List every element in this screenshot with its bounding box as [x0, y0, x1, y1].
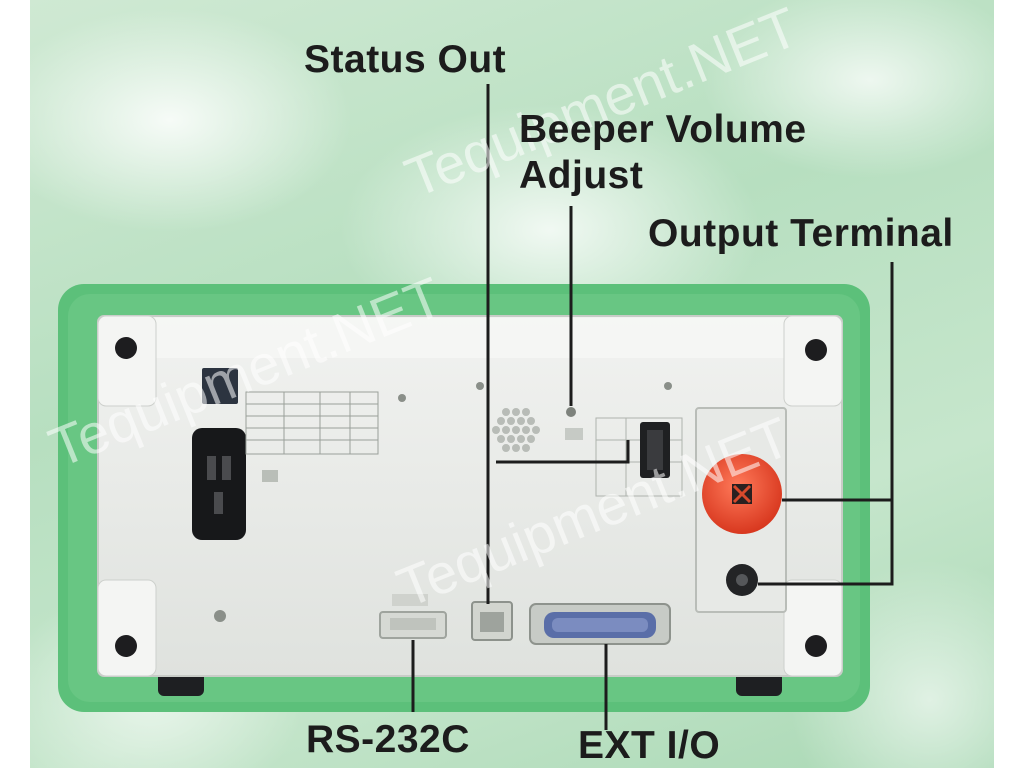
label-status-out: Status Out	[304, 38, 507, 81]
beeper-volume-screw	[566, 407, 576, 417]
label-rs232c: RS-232C	[306, 718, 470, 761]
label-output-terminal: Output Terminal	[648, 212, 954, 255]
leader-beeper-horizontal	[496, 440, 630, 464]
screw-top-right	[805, 339, 827, 361]
power-inlet	[192, 428, 246, 540]
screw-top-left	[115, 337, 137, 359]
power-switch	[202, 368, 238, 404]
label-beeper-volume-line1: Beeper Volume	[519, 108, 807, 151]
label-beeper-volume-line2: Adjust	[519, 154, 644, 197]
left-margin	[0, 0, 30, 768]
screw-bottom-right	[805, 635, 827, 657]
spec-label	[245, 391, 379, 455]
screw-bottom-left	[115, 635, 137, 657]
right-margin	[994, 0, 1024, 768]
leader-output-ground	[758, 500, 894, 586]
label-ext-io: EXT I/O	[578, 724, 721, 767]
leader-lines	[411, 84, 894, 730]
beeper-grille	[492, 408, 540, 452]
